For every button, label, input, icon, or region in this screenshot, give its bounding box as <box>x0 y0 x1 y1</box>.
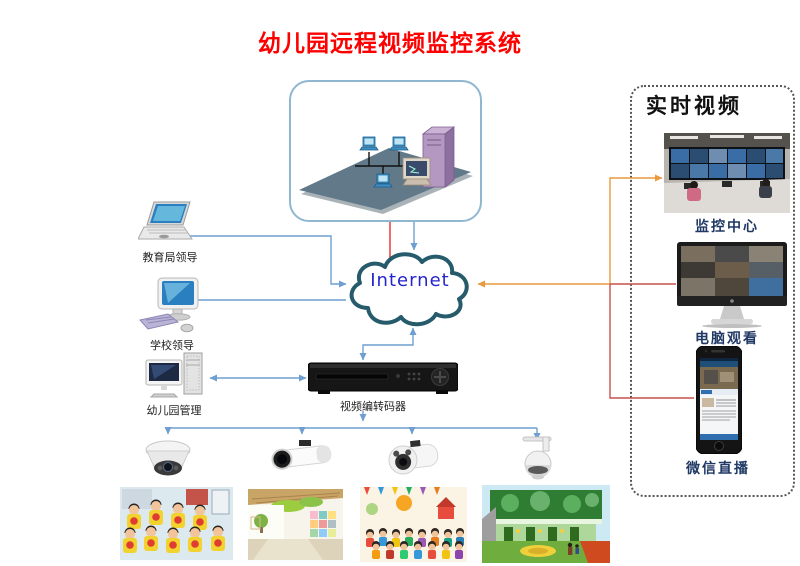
label-wechat-live: 微信直播 <box>686 461 750 477</box>
classroom-group-photo <box>360 487 467 562</box>
label-education-bureau: 教育局领导 <box>142 251 198 264</box>
label-video-encoder: 视频编转码器 <box>340 400 406 413</box>
kindergarten-building-photo <box>482 485 610 563</box>
label-monitoring-center: 监控中心 <box>695 219 759 235</box>
internet-cloud: Internet <box>340 246 480 332</box>
workstation-tower-icon <box>145 352 203 398</box>
lan-network-box <box>289 80 482 222</box>
dvr-encoder-icon <box>308 362 458 394</box>
realtime-video-panel <box>630 85 795 497</box>
desktop-computer-icon <box>139 277 199 333</box>
cloud-icon <box>349 252 469 327</box>
pc-monitor-photo <box>677 242 787 328</box>
ir-bullet-camera-icon <box>388 440 439 475</box>
internet-label: Internet <box>370 270 450 291</box>
kids-group-photo <box>120 487 233 560</box>
control-room-photo <box>664 133 790 213</box>
lan-network-illustration <box>299 126 473 214</box>
label-school-leaders: 学校领导 <box>150 339 194 352</box>
smartphone-photo <box>696 346 742 454</box>
label-kindergarten-management: 幼儿园管理 <box>146 404 202 417</box>
page-title: 幼儿园远程视频监控系统 <box>258 31 522 57</box>
ptz-speed-dome-camera-icon <box>522 436 552 480</box>
realtime-panel-title: 实时视频 <box>646 94 742 118</box>
kindergarten-hallway-photo <box>248 489 343 560</box>
label-pc-viewing: 电脑观看 <box>695 331 759 347</box>
bullet-camera-icon <box>271 440 332 470</box>
dome-camera-icon <box>145 440 191 476</box>
laptop-icon <box>138 201 193 240</box>
